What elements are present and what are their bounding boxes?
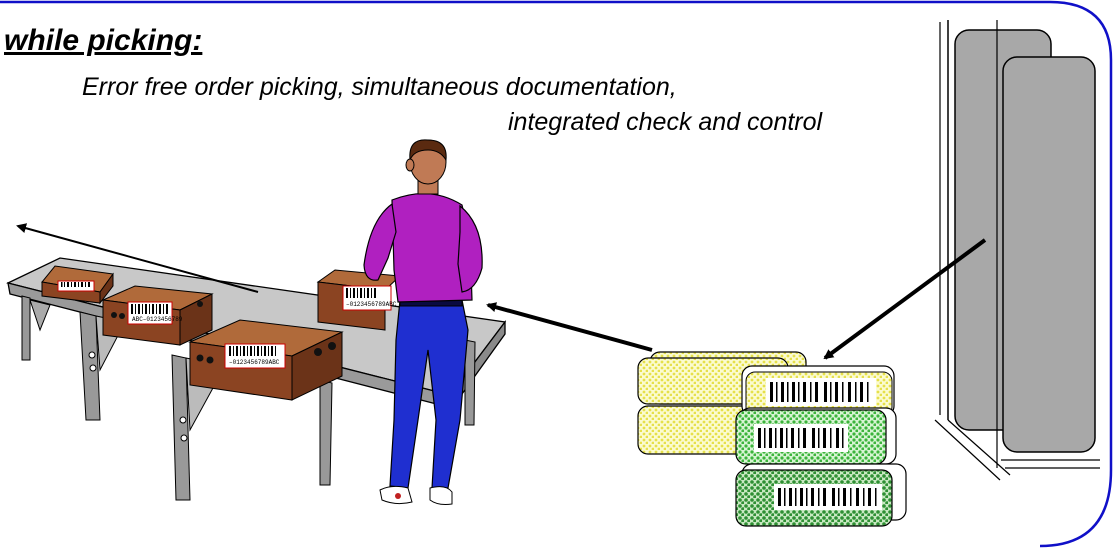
- box-label-text: ‒0123456789ABC: [346, 301, 397, 308]
- shelf-rack: [934, 20, 1100, 481]
- box-label-text: ABC‒0123456789: [132, 316, 183, 323]
- box-label-text: ‒0123456789ABC: [229, 359, 280, 366]
- box-barcodes: [61, 282, 376, 356]
- barcode-package-bottom: [735, 463, 907, 527]
- shelf-to-packages-arrow: [823, 238, 987, 360]
- box-large: ‒0123456789ABC: [188, 319, 344, 401]
- packages-to-worker-arrow: [486, 302, 653, 352]
- slide-heading: while picking:: [4, 24, 203, 57]
- worker-figure: [363, 139, 483, 505]
- description-line-1: Error free order picking, simultaneous d…: [82, 73, 677, 101]
- conveyor-direction-arrow: [16, 223, 259, 293]
- box-medium: ABC‒0123456789: [101, 285, 214, 346]
- description-line-2: integrated check and control: [508, 108, 823, 136]
- package-barcodes: [758, 382, 877, 506]
